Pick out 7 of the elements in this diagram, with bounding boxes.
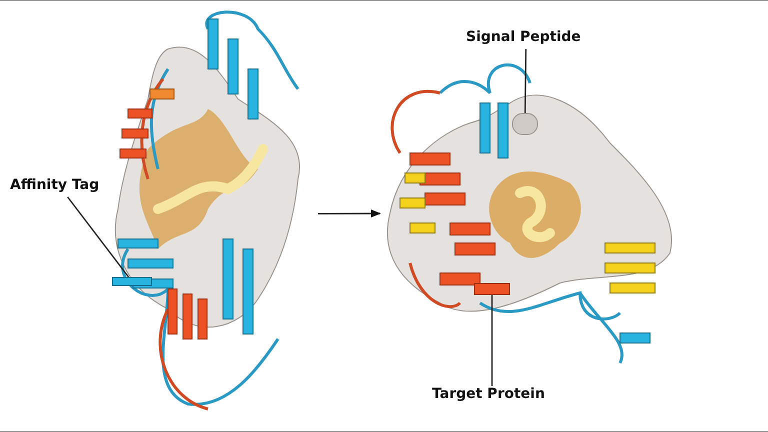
arrow (318, 210, 381, 218)
part-label: Target Protein (432, 386, 545, 402)
part-label: Affinity Tag (10, 177, 100, 193)
leader-line (491, 295, 493, 386)
leader-line (67, 196, 130, 278)
leader-line (524, 49, 527, 113)
part-label: Signal Peptide (466, 29, 581, 45)
